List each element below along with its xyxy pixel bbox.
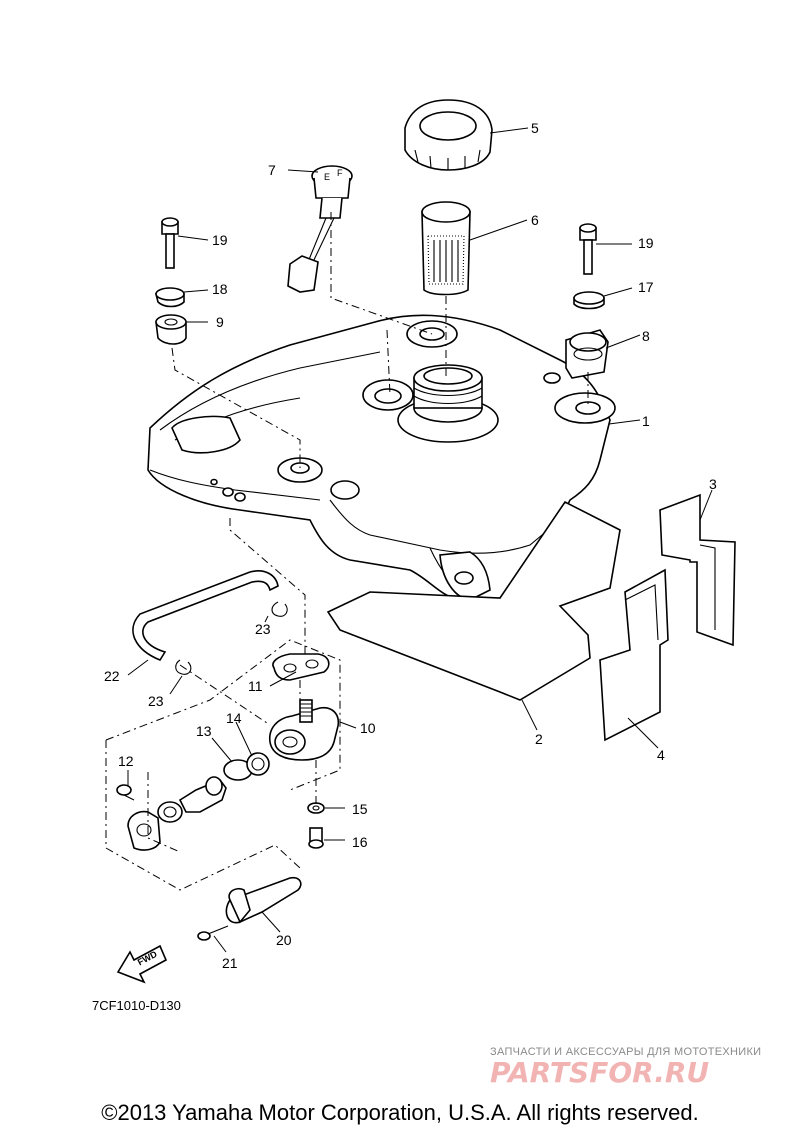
strainer-part-6 — [421, 201, 471, 296]
leader-lines — [127, 127, 713, 953]
valve-assembly — [127, 776, 227, 851]
screw-part-21 — [197, 925, 229, 941]
fuel-cap-part-5 — [404, 99, 493, 171]
damper-part-8 — [565, 329, 609, 379]
callout-9: 9 — [216, 314, 224, 330]
fuel-gauge-part-7: E F — [287, 165, 353, 293]
callout-numbers: 1 2 3 4 5 6 7 8 9 10 11 12 13 14 15 16 1… — [104, 120, 717, 971]
callout-8: 8 — [642, 328, 650, 344]
fuel-tank-parts-diagram: E F — [92, 99, 761, 1089]
callout-14: 14 — [226, 710, 242, 726]
watermark-subtitle: ЗАПЧАСТИ И АКСЕССУАРЫ ДЛЯ МОТОТЕХНИКИ — [490, 1046, 761, 1058]
callout-12: 12 — [118, 753, 134, 769]
callout-6: 6 — [531, 212, 539, 228]
washer-part-15 — [307, 802, 325, 814]
callout-18: 18 — [212, 281, 228, 297]
callout-23-lower: 23 — [148, 693, 164, 709]
hose-part-22 — [132, 570, 279, 661]
callout-13: 13 — [196, 723, 212, 739]
bolt-part-16 — [308, 827, 324, 849]
callout-5: 5 — [531, 120, 539, 136]
copyright-text: ©2013 Yamaha Motor Corporation, U.S.A. A… — [101, 1100, 699, 1125]
callout-19-left: 19 — [212, 232, 228, 248]
screw-part-12 — [116, 784, 135, 801]
callout-3: 3 — [709, 476, 717, 492]
watermark: ЗАПЧАСТИ И АКСЕССУАРЫ ДЛЯ МОТОТЕХНИКИ PA… — [490, 1046, 761, 1089]
fwd-arrow-icon: FWD — [116, 944, 168, 984]
gasket-part-11 — [272, 653, 330, 681]
callout-7: 7 — [268, 162, 276, 178]
callout-4: 4 — [657, 747, 665, 763]
damper-part-9 — [155, 314, 187, 345]
bracket-part-4 — [599, 568, 669, 742]
callout-2: 2 — [535, 731, 543, 747]
clip-part-23-upper — [271, 601, 288, 617]
callout-15: 15 — [352, 801, 368, 817]
bolt-part-19-left — [161, 217, 179, 269]
knob-part-20 — [225, 876, 302, 924]
callout-16: 16 — [352, 834, 368, 850]
bolt-part-19-right — [579, 223, 597, 275]
callout-21: 21 — [222, 955, 238, 971]
fuel-tank-part-1 — [147, 314, 616, 601]
collar-part-18 — [154, 287, 185, 308]
callout-11: 11 — [248, 678, 263, 694]
watermark-logo: PARTSFOR.RU — [490, 1056, 709, 1089]
callout-17: 17 — [638, 279, 654, 295]
callout-22: 22 — [104, 668, 120, 684]
callout-10: 10 — [360, 720, 376, 736]
o-ring-part-14 — [246, 752, 270, 776]
pad-part-2 — [326, 500, 621, 701]
gauge-mark-f: F — [337, 168, 343, 178]
callout-20: 20 — [276, 932, 292, 948]
callout-1: 1 — [642, 413, 650, 429]
bracket-part-3 — [659, 493, 736, 647]
gauge-mark-e: E — [324, 172, 330, 182]
fuel-cock-part-10 — [268, 699, 340, 761]
callout-19-right: 19 — [638, 235, 654, 251]
clip-part-23-lower — [175, 659, 192, 675]
alignment-lines — [105, 212, 589, 891]
callout-23-upper: 23 — [255, 621, 271, 637]
collar-part-17 — [573, 291, 605, 310]
diagram-code: 7CF1010-D130 — [92, 998, 181, 1013]
